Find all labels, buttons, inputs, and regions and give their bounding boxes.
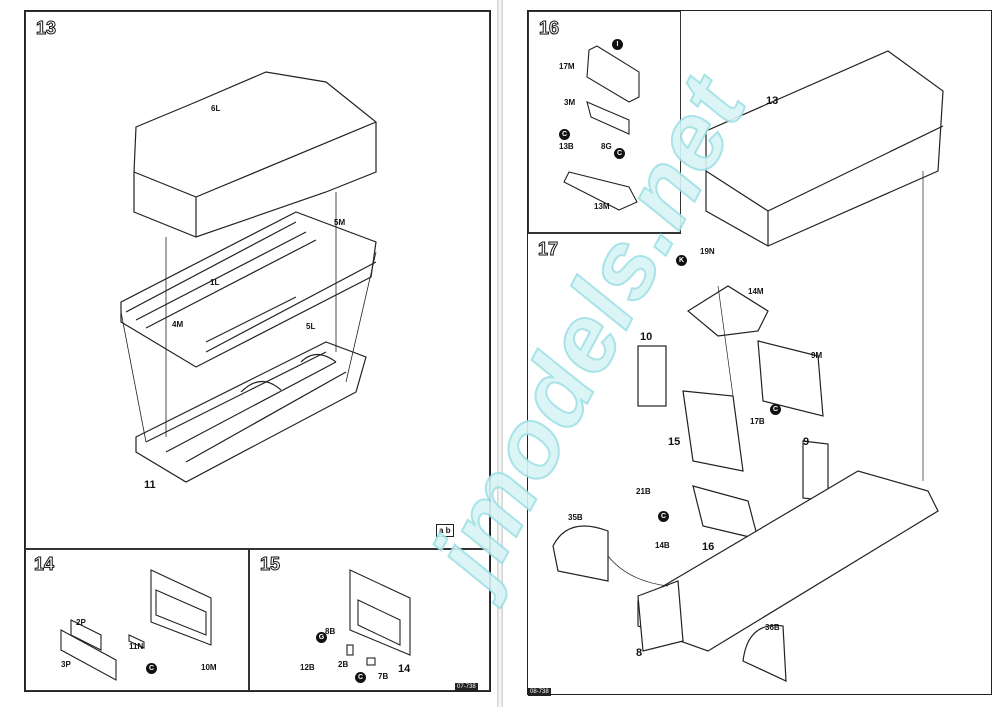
color-callout: C	[658, 511, 669, 522]
page-number: 07-738	[455, 683, 478, 691]
part-label: 8G	[601, 142, 612, 151]
color-callout: C	[614, 148, 625, 159]
page-fold	[497, 0, 503, 707]
step-16-panel: 16 17M 3M 13B 8G 13M I C C	[528, 11, 681, 233]
step-17-panel	[528, 233, 681, 234]
step-number: 16	[538, 18, 560, 39]
part-label: 10M	[201, 663, 217, 672]
step-number: 15	[259, 554, 281, 575]
part-label: 21B	[636, 487, 651, 496]
part-label: 6L	[211, 104, 221, 113]
part-label: 13	[766, 95, 779, 107]
part-label: 12B	[300, 663, 315, 672]
step-15-panel: 15 8B 12B 2B 7B 14 G C	[249, 549, 490, 691]
glue-symbol: a b	[436, 524, 454, 537]
part-label: 1L	[210, 278, 220, 287]
color-callout: C	[355, 672, 366, 683]
step-number: 14	[33, 554, 55, 575]
part-label: 8	[636, 647, 643, 659]
door-detail-drawing	[346, 569, 411, 666]
right-page: 16 17M 3M 13B 8G 13M I C C 17 13 19N 14M…	[527, 10, 992, 696]
color-callout: C	[770, 404, 781, 415]
color-callout: I	[612, 39, 623, 50]
truck-bed-drawing	[120, 71, 377, 483]
page-number: 08-738	[528, 688, 551, 696]
seat-drawing	[563, 45, 640, 211]
part-label: 14M	[748, 287, 764, 296]
step-14-panel: 14 2P 3P 11N 10M C	[25, 549, 249, 691]
step-number: 13	[35, 18, 57, 39]
left-page: 13 6L 5M 1L 4M 5L 11 a b 14 2P 3P 11N 10…	[24, 10, 491, 692]
part-label: 14B	[655, 541, 670, 550]
part-label: 8B	[325, 627, 336, 636]
part-label: 14	[398, 663, 411, 675]
color-callout: K	[676, 255, 687, 266]
step-13-panel: 13 6L 5M 1L 4M 5L 11 a b	[25, 11, 490, 549]
part-label: 10	[640, 331, 653, 343]
part-label: 35B	[568, 513, 583, 522]
part-label: 36B	[765, 623, 780, 632]
part-label: 3M	[564, 98, 576, 107]
part-label: 2P	[76, 618, 86, 627]
part-label: 17B	[750, 417, 765, 426]
part-label: 7B	[378, 672, 389, 681]
part-label: 19N	[700, 247, 715, 256]
color-callout: C	[146, 663, 157, 674]
color-callout: C	[559, 129, 570, 140]
part-label: 15	[668, 436, 681, 448]
part-label: 13B	[559, 142, 574, 151]
truck-assembly-drawing	[552, 50, 944, 682]
part-label: 16	[702, 541, 715, 553]
part-label: 4M	[172, 320, 184, 329]
door-panel-drawing	[60, 569, 212, 681]
part-label: 13M	[594, 202, 610, 211]
color-callout: G	[316, 632, 327, 643]
part-label: 17M	[559, 62, 575, 71]
part-label: 2B	[338, 660, 349, 669]
part-label: 3P	[61, 660, 71, 669]
part-label: 11N	[129, 642, 144, 651]
part-label: 9M	[811, 351, 823, 360]
part-label: 5M	[334, 218, 346, 227]
part-label: 5L	[306, 322, 316, 331]
step-number: 17	[537, 239, 559, 260]
part-label: 9	[803, 436, 810, 448]
part-label: 11	[144, 479, 156, 491]
